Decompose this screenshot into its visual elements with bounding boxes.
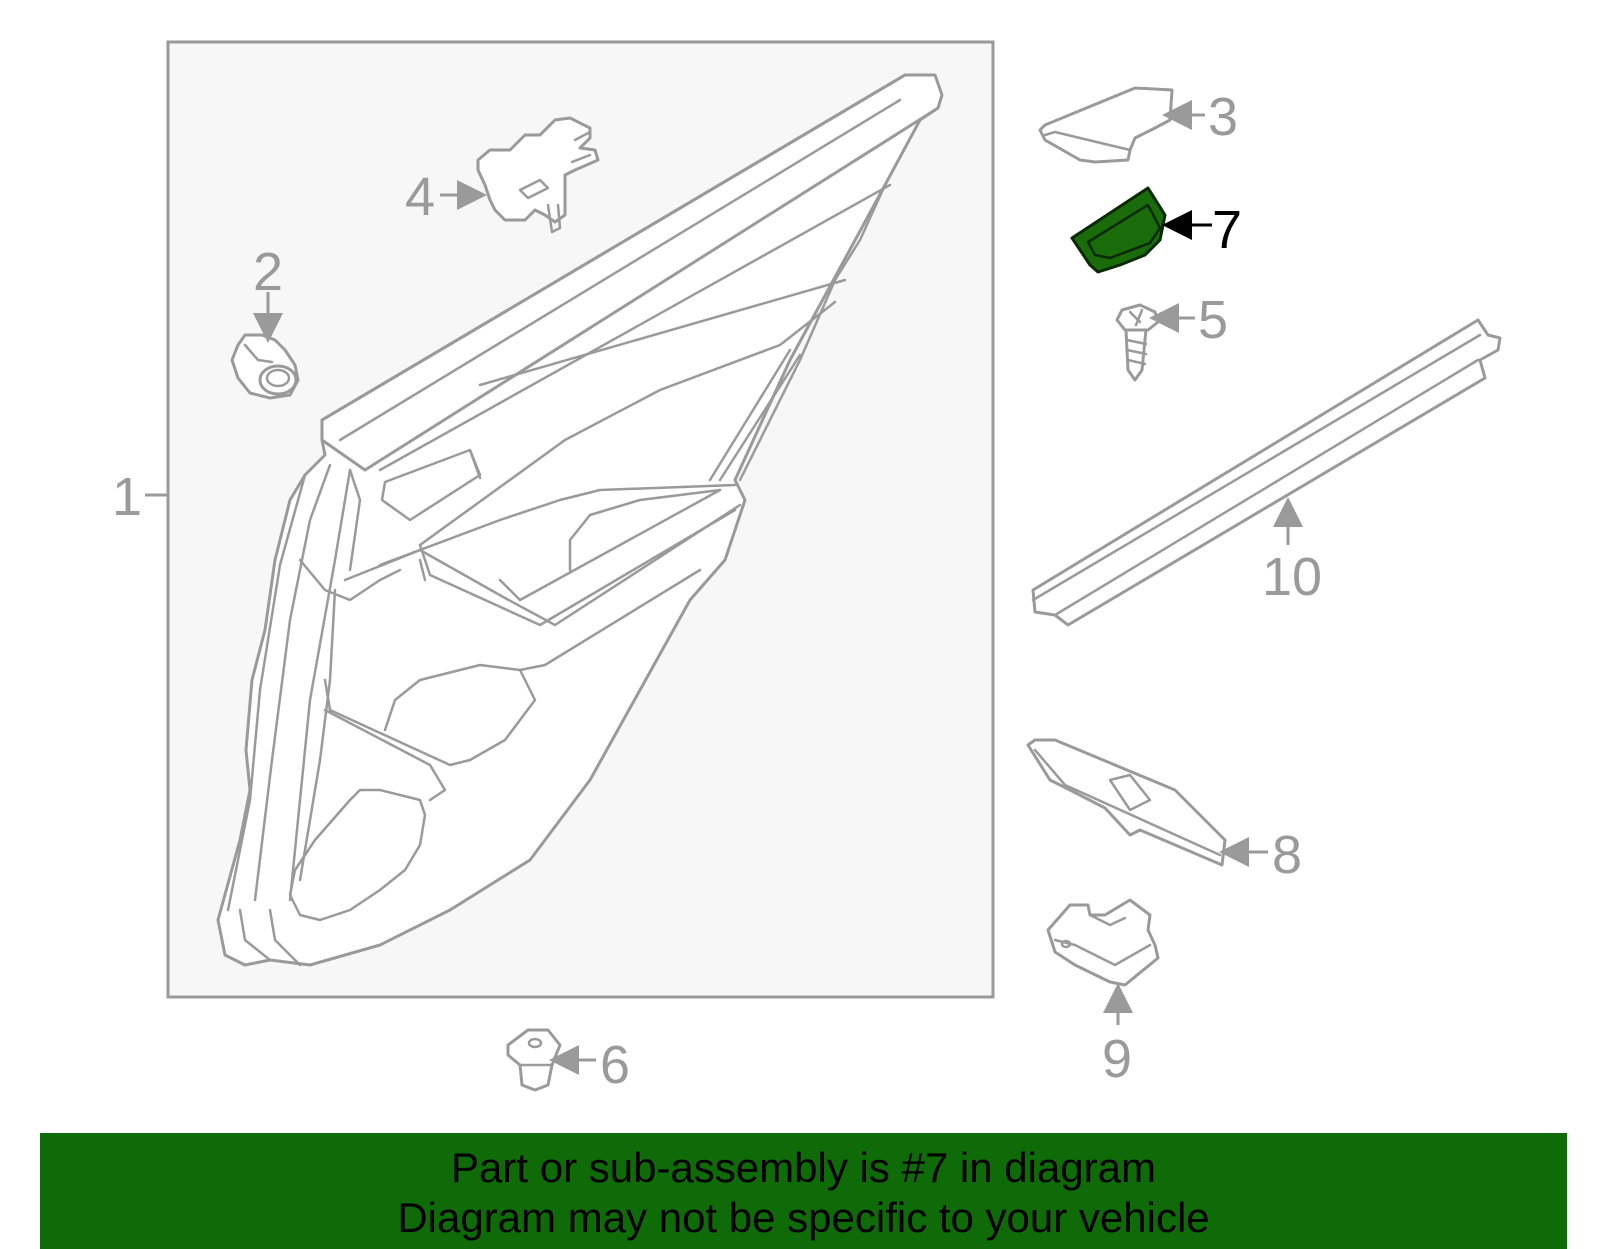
info-banner: Part or sub-assembly is #7 in diagram Di… [40,1133,1567,1249]
callout-9: 9 [1102,1029,1132,1089]
callout-5: 5 [1198,290,1228,350]
clip-part-2[interactable] [230,333,300,400]
banner-line-1: Part or sub-assembly is #7 in diagram [451,1144,1156,1191]
nut-part-6[interactable] [506,1028,562,1092]
screw-part-5[interactable] [1115,303,1160,382]
bracket-part-4[interactable] [476,116,600,234]
callout-2: 2 [253,242,283,302]
switch-part-9[interactable] [1046,898,1160,987]
callout-8: 8 [1272,825,1302,885]
callout-6: 6 [600,1035,630,1095]
banner-line-2: Diagram may not be specific to your vehi… [397,1194,1210,1241]
callout-7: 7 [1212,200,1242,260]
callout-1: 1 [112,467,142,527]
handle-bezel-part-7[interactable] [1070,186,1167,274]
cover-part-3[interactable] [1038,86,1174,164]
callout-10: 10 [1262,547,1322,607]
callout-3: 3 [1208,87,1238,147]
door-trim-panel-part-1[interactable] [216,73,944,967]
trim-strip-part-8[interactable] [1026,738,1227,867]
weatherstrip-part-10[interactable] [1031,318,1502,627]
callout-4: 4 [405,167,435,227]
